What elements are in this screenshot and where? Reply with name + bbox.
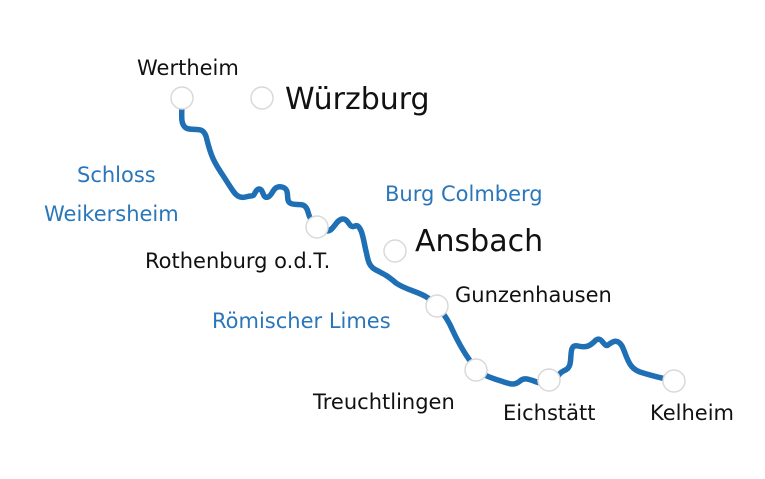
label-gunzenhausen: Gunzenhausen — [455, 283, 612, 307]
label-wuerzburg: Würzburg — [285, 82, 430, 117]
route-line — [178, 97, 677, 387]
stop-gunzenhausen — [425, 294, 449, 318]
stop-ansbach — [383, 239, 407, 263]
label-treuchtlingen: Treuchtlingen — [312, 390, 455, 414]
label-roemischer-limes: Römischer Limes — [212, 309, 391, 333]
label-schloss-weikersheim-line1: Schloss — [77, 163, 156, 187]
label-wertheim: Wertheim — [137, 56, 239, 80]
stop-wertheim — [170, 86, 194, 110]
label-burg-colmberg: Burg Colmberg — [385, 182, 543, 206]
stop-treuchtlingen — [464, 358, 488, 382]
stop-wuerzburg — [250, 86, 274, 110]
stop-eichstaett — [537, 368, 561, 392]
label-eichstaett: Eichstätt — [503, 401, 595, 425]
label-ansbach: Ansbach — [415, 224, 543, 259]
label-rothenburg: Rothenburg o.d.T. — [145, 249, 330, 273]
stop-kelheim — [662, 369, 686, 393]
label-schloss-weikersheim-line2: Weikersheim — [44, 202, 179, 226]
label-kelheim: Kelheim — [650, 401, 734, 425]
stop-rothenburg — [305, 215, 329, 239]
